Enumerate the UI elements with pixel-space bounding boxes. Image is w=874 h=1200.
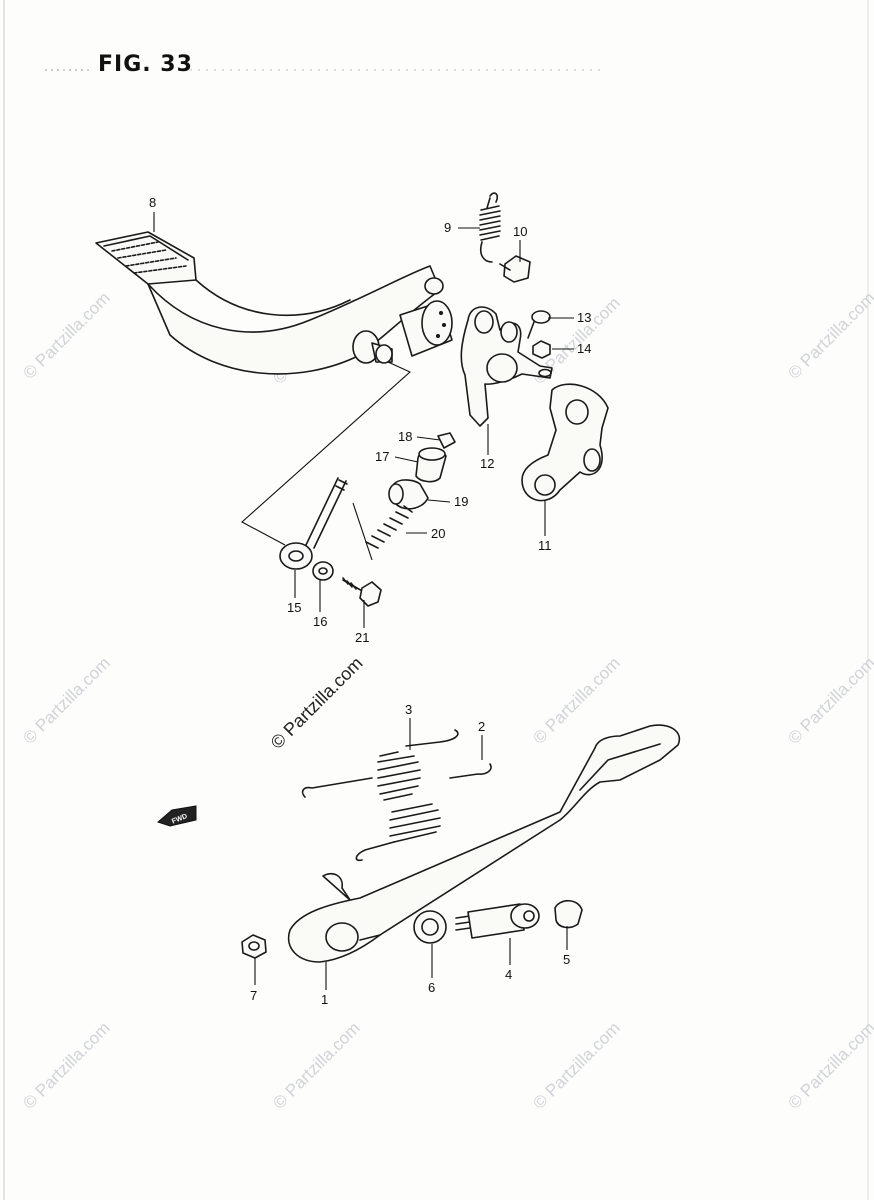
callout-7: 7 [250, 988, 257, 1003]
callout-2: 2 [478, 719, 485, 734]
washer-16 [312, 561, 334, 581]
spring-20 [365, 505, 413, 549]
bolt-21 [342, 577, 382, 607]
nut-7 [241, 934, 267, 959]
assembly-guide-lines [241, 361, 411, 561]
brake-rod-lever-12 [460, 306, 553, 427]
joint-19 [388, 479, 429, 510]
watermarks: © Partzilla.com © Partzilla.com © Partzi… [19, 288, 874, 1112]
screw-13 [527, 310, 551, 339]
callout-16: 16 [313, 614, 327, 629]
spring-2 [355, 763, 492, 862]
callout-11: 11 [538, 538, 552, 553]
callout-8: 8 [149, 195, 156, 210]
watermark-8: © Partzilla.com [19, 1018, 113, 1112]
watermark-4: © Partzilla.com [784, 288, 874, 382]
spring-3 [301, 729, 459, 801]
callout-13: 13 [577, 310, 591, 325]
callout-21: 21 [355, 630, 369, 645]
link-lever-11 [521, 383, 609, 502]
callout-20: 20 [431, 526, 445, 541]
callout-15: 15 [287, 600, 301, 615]
brake-pedal [95, 231, 453, 375]
callout-9: 9 [444, 220, 451, 235]
watermark-7: © Partzilla.com [784, 653, 874, 747]
callout-17: 17 [375, 449, 389, 464]
nut-14 [532, 340, 551, 359]
watermark-9: © Partzilla.com [269, 1018, 363, 1112]
watermark-1: © Partzilla.com [19, 288, 113, 382]
callout-6: 6 [428, 980, 435, 995]
callout-12: 12 [480, 456, 494, 471]
washer-6 [413, 910, 447, 944]
brake-rod-15 [279, 477, 348, 570]
watermark-10: © Partzilla.com [529, 1018, 623, 1112]
watermark-5: © Partzilla.com [19, 653, 113, 747]
callout-18: 18 [398, 429, 412, 444]
cap-5 [554, 899, 583, 929]
callout-4: 4 [505, 967, 512, 982]
side-stand-1 [287, 724, 681, 963]
callout-3: 3 [405, 702, 412, 717]
watermark-6: © Partzilla.com [529, 653, 623, 747]
pin-18 [437, 432, 456, 449]
pivot-bolt-4 [455, 903, 540, 939]
scan-artifacts [3, 0, 869, 1200]
leader-lines [153, 212, 574, 990]
callout-labels: 8 9 10 13 14 18 17 12 19 20 11 15 16 21 … [149, 195, 591, 1007]
watermark-11: © Partzilla.com [784, 1018, 874, 1112]
cap-17 [415, 447, 447, 483]
callout-1: 1 [321, 992, 328, 1007]
watermark-center: © Partzilla.com [267, 653, 367, 753]
figure-title: FIG. 33 [98, 52, 193, 77]
callout-14: 14 [577, 341, 591, 356]
pedal-return-spring [479, 192, 501, 263]
callout-19: 19 [454, 494, 468, 509]
callout-10: 10 [513, 224, 527, 239]
bolt-10 [499, 255, 531, 283]
forward-arrow: FWD [157, 805, 197, 827]
callout-5: 5 [563, 952, 570, 967]
